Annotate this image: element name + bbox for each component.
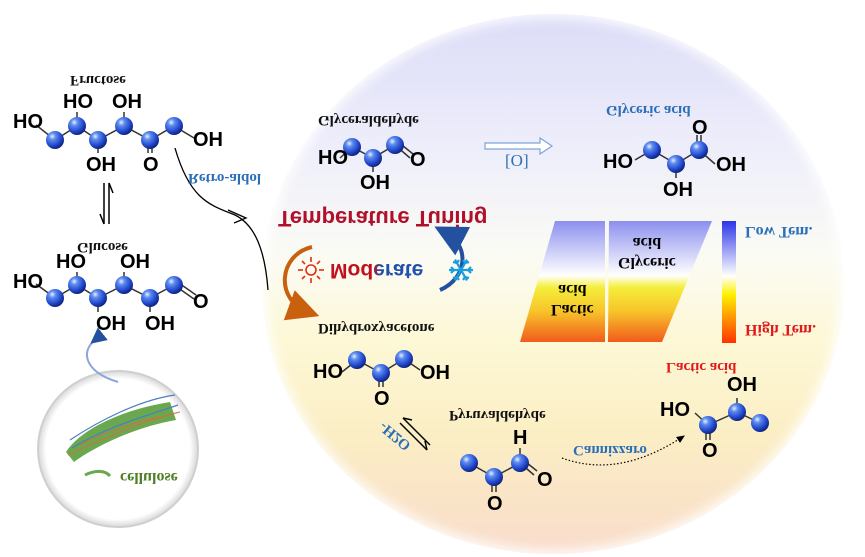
atom-label: O [487,493,503,515]
retro-aldol-label: Retro-aldol [188,170,262,186]
atom-label: HO [318,147,348,169]
atom-label: O [410,149,426,171]
carbon-ball [115,276,133,294]
atom-label: HO [13,111,43,133]
atom-label: O [374,388,390,410]
cellulose-inset [37,327,199,528]
carbon-ball [89,289,107,307]
moderate-label: Moderate [330,259,424,282]
atom-label: HO [63,91,93,113]
atom-label: OH [193,129,223,151]
atom-label: HO [56,251,86,273]
carbon-ball [165,117,183,135]
oxidation-label: [O] [505,151,529,170]
low-temperature-label: Low Tem. [745,223,813,240]
cooling-cycle-arrow [434,226,471,292]
curved-arrow [85,327,119,383]
atom-label: HO [313,361,343,383]
atom-label: HO [660,399,690,421]
glyceric-acid-label: Glyceric acid [606,102,691,118]
fructose-label: Fructose [70,72,126,88]
retro-aldol-arrow [174,147,269,291]
atom-label: O [692,117,708,139]
cannizzaro-label: Cannizzaro [573,442,647,458]
temperature-tuning-title: Temperature Tuning [278,206,488,231]
equilibrium-arrow [99,182,114,225]
carbon-ball [141,289,159,307]
atom-label: OH [96,313,126,335]
lactic-acid-selectivity-bar [520,221,605,342]
fructose-atoms [46,117,183,149]
atom-label: O [537,469,553,491]
dehydration-equilibrium-arrow [399,417,431,451]
snowflake-icon [449,259,473,281]
dihydroxyacetone-label: Dihydroxyacetone [318,320,435,336]
glyceric-acid-selectivity-bar [608,221,712,342]
carbon-ball [115,117,133,135]
high-temperature-label: High Tem. [745,321,817,338]
atom-label: OH [86,154,116,176]
glucose-atoms [46,276,183,307]
carbon-ball [68,117,86,135]
atom-label: HO [13,271,43,293]
carbon-ball [141,131,159,149]
carbon-ball [68,276,86,294]
atom-label: O [702,440,718,462]
heating-cycle-arrow [282,245,320,321]
carbon-ball [89,131,107,149]
cellulose-label: cellulose [120,469,178,486]
glyceraldehyde-label: Glyceraldehyde [318,112,419,128]
cannizzaro-arrow [561,435,686,466]
carbon-ball [46,131,64,149]
atom-label: OH [716,154,746,176]
lactic-acid-bar-label: acid Lactic [551,281,594,318]
carbon-ball [46,289,64,307]
atom-label: OH [663,179,693,201]
carbon-ball [165,276,183,294]
atom-label: HO [603,151,633,173]
atom-label: OH [727,374,757,396]
atom-label: OH [120,251,150,273]
pyruvaldehyde-skeleton [468,448,538,492]
atom-label: O [143,154,159,176]
sun-icon [298,257,324,283]
cellulose-chain-icon [84,469,112,478]
temperature-scale-bar [722,221,736,343]
atom-label: OH [145,313,175,335]
glyceric-acid-bar-label: acid Glyceric [618,234,676,271]
atom-label: H [513,427,528,449]
atom-label: OH [360,172,390,194]
atom-label: O [193,291,209,313]
atom-label: OH [112,91,142,113]
lactic-acid-label: Lactic acid [666,359,737,375]
pyruvaldehyde-label: Pyruvaldehyde [449,407,546,423]
atom-label: OH [420,362,450,384]
oxidation-arrow [484,136,554,156]
